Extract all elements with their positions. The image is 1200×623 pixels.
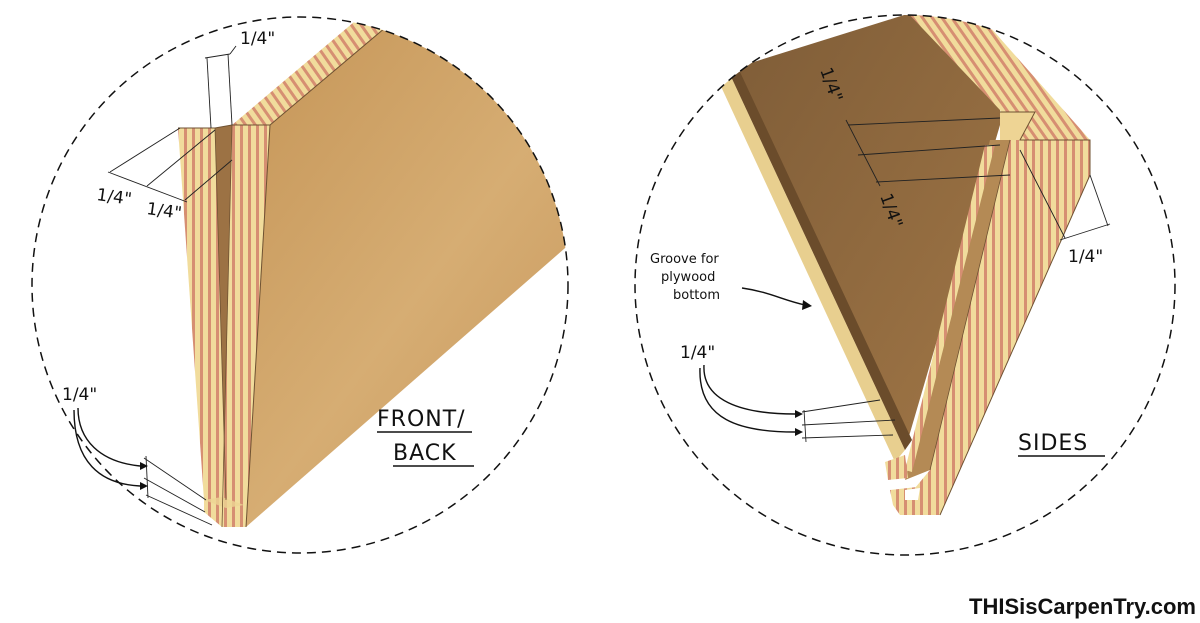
svg-text:bottom: bottom <box>673 288 720 303</box>
brand-watermark: THISisCarpenTry.com <box>969 594 1196 619</box>
sides-label: SIDES <box>1018 431 1105 457</box>
dimension-top: 1/4" <box>204 29 275 129</box>
svg-text:1/4": 1/4" <box>680 343 715 363</box>
dimension-right-bottom: 1/4" <box>680 343 896 443</box>
svg-text:1/4": 1/4" <box>1068 247 1103 267</box>
side-top-edge <box>905 15 1090 140</box>
panel-face <box>246 22 568 527</box>
side-front-edge <box>900 140 1090 515</box>
svg-text:SIDES: SIDES <box>1018 431 1088 456</box>
svg-text:Groove for: Groove for <box>650 252 719 267</box>
svg-text:BACK: BACK <box>393 441 457 466</box>
dimension-right-edge: 1/4" <box>1019 149 1111 267</box>
svg-text:plywood: plywood <box>661 270 715 285</box>
detail-circle-right <box>634 14 1176 556</box>
dimension-bottom: 1/4" <box>62 385 213 526</box>
svg-text:1/4": 1/4" <box>145 199 183 224</box>
bottom-tongue <box>204 500 246 527</box>
dimension-pair: 1/4" 1/4" <box>95 127 233 224</box>
sides-detail: 1/4" 1/4" 1/4" Groove for plywood bottom… <box>634 14 1176 556</box>
bottom-groove-lip <box>718 70 905 462</box>
groove-back-strip <box>178 128 226 500</box>
front-back-label: FRONT/ BACK <box>377 407 474 467</box>
svg-text:1/4": 1/4" <box>240 29 275 49</box>
panel-top-edge <box>232 22 392 125</box>
side-inner-face <box>728 15 1000 450</box>
detail-circle-left <box>31 16 569 554</box>
panel-front-edge <box>222 125 270 527</box>
rabbet-notch <box>1000 112 1035 140</box>
svg-text:FRONT/: FRONT/ <box>377 407 466 432</box>
svg-text:1/4": 1/4" <box>95 185 133 210</box>
svg-text:1/4": 1/4" <box>62 385 97 405</box>
groove-note: Groove for plywood bottom <box>650 252 812 310</box>
front-back-detail: 1/4" 1/4" 1/4" 1/4" FRONT/ BACK <box>31 16 569 554</box>
